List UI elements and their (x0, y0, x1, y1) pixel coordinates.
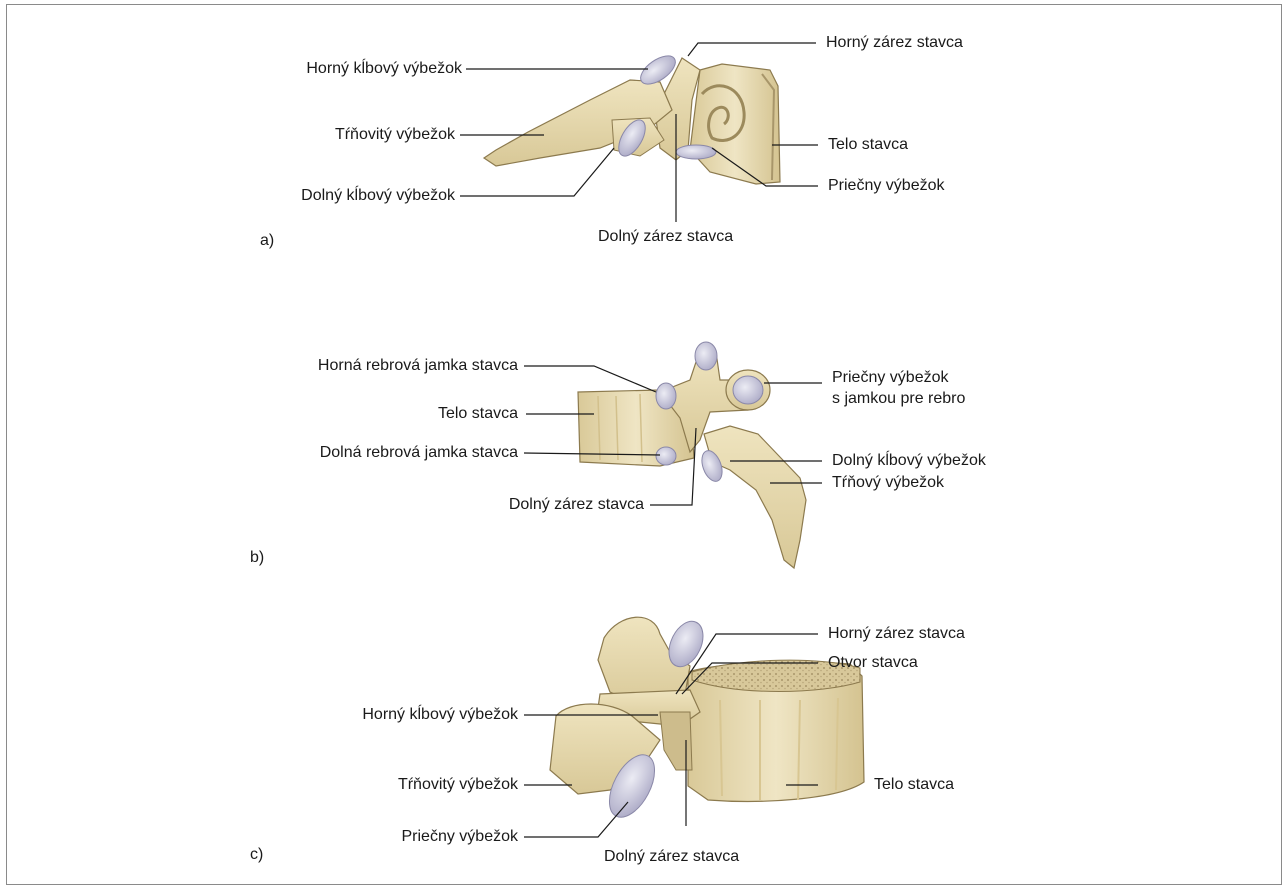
label-b-dolny-zarez-stavca: Dolný zárez stavca (509, 496, 644, 514)
label-c-horny-klbovy-vybezok: Horný kĺbový výbežok (362, 706, 518, 724)
label-b-dolny-klbovy-vybezok: Dolný kĺbový výbežok (832, 452, 986, 470)
label-a-horny-zarez-stavca: Horný zárez stavca (826, 34, 963, 52)
figure-b-tag: b) (250, 549, 264, 567)
figure-c-tag: c) (250, 846, 263, 864)
label-b-horna-rebrova-jamka: Horná rebrová jamka stavca (318, 357, 518, 375)
vertebra-b-spinous (704, 426, 806, 568)
vertebra-b-lower-costal-pit (656, 447, 676, 465)
vertebra-b-transverse-facet (733, 376, 763, 404)
label-b-trnovy-vybezok: Tŕňový výbežok (832, 474, 944, 492)
label-a-telo-stavca: Telo stavca (828, 136, 908, 154)
label-c-telo-stavca: Telo stavca (874, 776, 954, 794)
label-b-priecny-vybezok-jamka: s jamkou pre rebro (832, 390, 965, 408)
vertebra-b-illustration (578, 342, 806, 568)
vertebra-b-superior-facet (695, 342, 717, 370)
label-b-dolna-rebrova-jamka: Dolná rebrová jamka stavca (320, 444, 518, 462)
label-a-dolny-klbovy-vybezok: Dolný kĺbový výbežok (301, 187, 455, 205)
vertebra-a-transverse-facet (676, 145, 716, 159)
vertebra-a-body (690, 64, 780, 184)
vertebra-b-upper-costal-pit (656, 383, 676, 409)
label-b-telo-stavca: Telo stavca (438, 405, 518, 423)
label-c-dolny-zarez-stavca: Dolný zárez stavca (604, 848, 739, 866)
label-c-trnovity-vybezok: Tŕňovitý výbežok (398, 776, 518, 794)
label-a-dolny-zarez-stavca: Dolný zárez stavca (598, 228, 733, 246)
label-a-priecny-vybezok: Priečny výbežok (828, 177, 945, 195)
figure-a-tag: a) (260, 232, 274, 250)
label-a-trnovity-vybezok: Tŕňovitý výbežok (335, 126, 455, 144)
label-b-priecny-vybezok: Priečny výbežok (832, 369, 949, 387)
label-c-otvor-stavca: Otvor stavca (828, 654, 918, 672)
label-c-priecny-vybezok: Priečny výbežok (402, 828, 519, 846)
label-c-horny-zarez-stavca: Horný zárez stavca (828, 625, 965, 643)
label-a-horny-klbovy-vybezok: Horný kĺbový výbežok (306, 60, 462, 78)
